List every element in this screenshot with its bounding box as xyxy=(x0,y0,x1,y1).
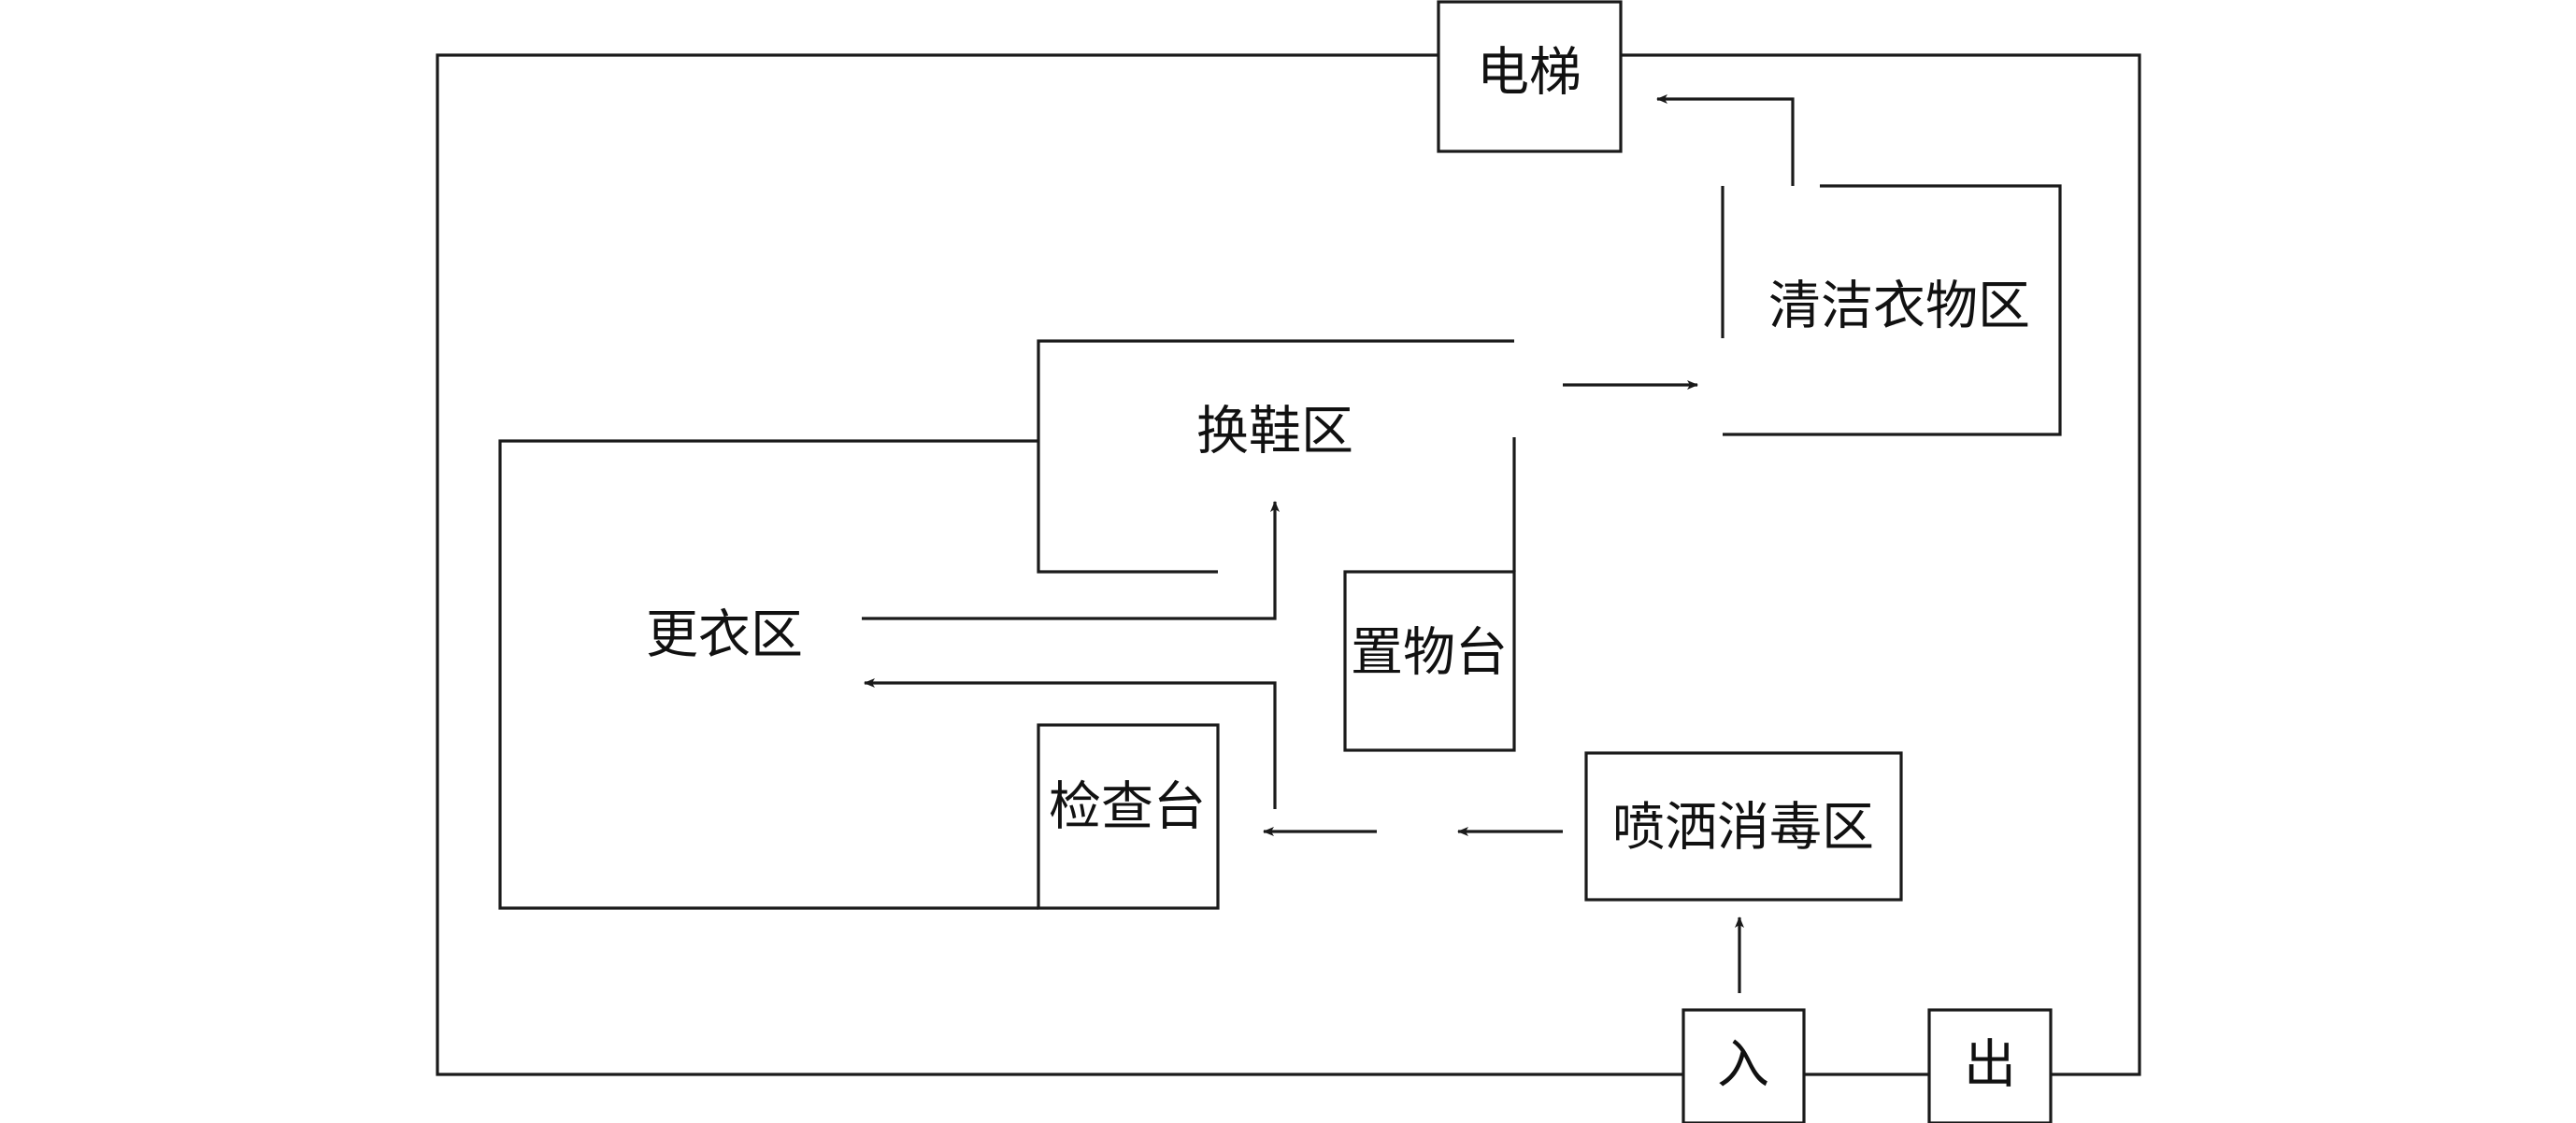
clean-clothes-area-wall xyxy=(1723,184,2062,436)
changing-area-wall xyxy=(498,439,1038,910)
flow-arrow-clean-clothes-to-elevator xyxy=(1656,94,1795,186)
clean-clothes-area-label: 清洁衣物区 xyxy=(1768,277,2030,337)
entrance-label: 入 xyxy=(1717,1035,1769,1096)
entrance: 入 xyxy=(1682,1008,1806,1123)
elevator: 电梯 xyxy=(1437,0,1623,153)
storage-table: 置物台 xyxy=(1343,570,1516,752)
spray-disinfection-area-label: 喷洒消毒区 xyxy=(1612,798,1874,859)
shoe-change-area-label: 换鞋区 xyxy=(1196,402,1353,462)
flow-arrow-changing-to-shoe-change xyxy=(862,501,1280,620)
inspection-table-label: 检查台 xyxy=(1049,777,1206,838)
changing-area-label: 更衣区 xyxy=(646,605,803,666)
elevator-label: 电梯 xyxy=(1477,43,1581,104)
exit: 出 xyxy=(1927,1008,2053,1123)
shoe-change-area-wall xyxy=(1037,339,1514,574)
storage-table-label: 置物台 xyxy=(1351,623,1508,684)
inspection-table: 检查台 xyxy=(1037,723,1220,910)
flow-arrow-inspection-to-changing xyxy=(864,678,1277,809)
spray-disinfection-area: 喷洒消毒区 xyxy=(1584,751,1903,902)
exit-label: 出 xyxy=(1964,1035,2016,1096)
outer-wall xyxy=(436,53,2141,1076)
